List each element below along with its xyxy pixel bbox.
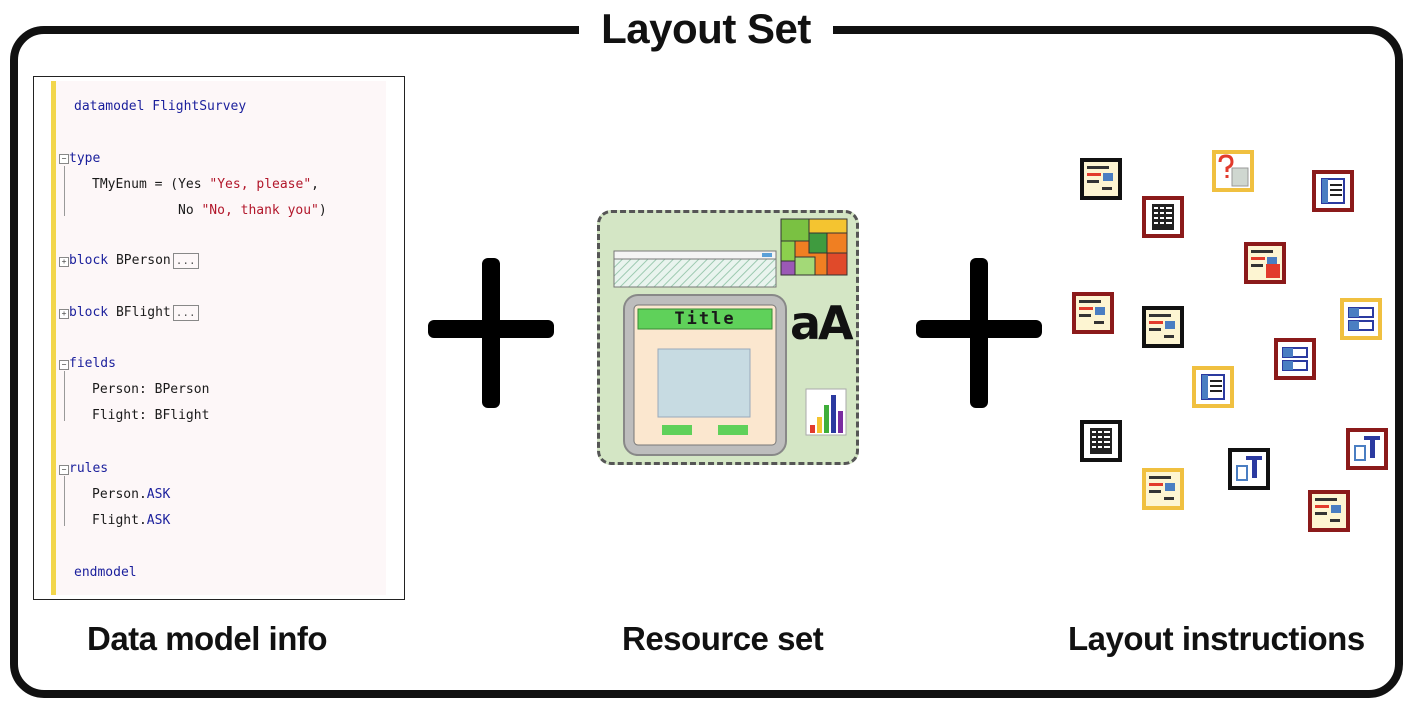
resource-set-illustration	[613, 218, 848, 456]
tab-icon	[1340, 298, 1382, 340]
code-line-rule-flight: Flight.ASK	[92, 513, 171, 528]
form-icon	[1072, 292, 1114, 334]
fold-minus-icon: −	[59, 465, 69, 475]
fold-guide	[64, 476, 65, 526]
code-line-rules: rules	[69, 461, 109, 476]
code-line-datamodel: datamodel FlightSurvey	[74, 99, 247, 114]
code-editor-area: datamodel FlightSurvey − type TMyEnum = …	[51, 81, 386, 595]
diagram-title: Layout Set	[579, 0, 833, 58]
form-icon	[1142, 468, 1184, 510]
code-line-endmodel: endmodel	[74, 565, 137, 580]
code-line-block-person: block BPerson...	[69, 253, 199, 269]
resource-set-panel: Title aA	[597, 210, 859, 465]
fold-plus-icon: +	[59, 309, 69, 319]
text-icon	[1346, 428, 1388, 470]
code-line-enum-no: No "No, thank you")	[178, 203, 327, 218]
code-line-rule-person: Person.ASK	[92, 487, 171, 502]
treemap-icon	[780, 218, 848, 276]
grid-icon	[1080, 420, 1122, 462]
fold-guide	[64, 166, 65, 216]
form-icon	[1308, 490, 1350, 532]
data-model-code-panel: datamodel FlightSurvey − type TMyEnum = …	[33, 76, 405, 600]
text-icon	[1228, 448, 1270, 490]
help-icon	[1212, 150, 1254, 192]
grid-icon	[1142, 196, 1184, 238]
window-title-text: Title	[674, 309, 736, 329]
font-icon: aA	[790, 296, 854, 350]
title-wrap: Layout Set	[0, 0, 1412, 58]
list-icon	[1192, 366, 1234, 408]
code-line-enum-yes: TMyEnum = (Yes "Yes, please",	[92, 177, 319, 192]
code-line-field-person: Person: BPerson	[92, 382, 210, 397]
fold-minus-icon: −	[59, 360, 69, 370]
code-line-type: type	[69, 151, 101, 166]
form-icon	[1244, 242, 1286, 284]
code-line-field-flight: Flight: BFlight	[92, 408, 210, 423]
fold-minus-icon: −	[59, 154, 69, 164]
caption-layout-instructions: Layout instructions	[1068, 620, 1365, 657]
plus-sign-vertical	[482, 258, 500, 408]
form-icon	[1142, 306, 1184, 348]
list-icon	[1312, 170, 1354, 212]
fold-plus-icon: +	[59, 257, 69, 267]
form-icon	[1080, 158, 1122, 200]
bar-chart-icon	[805, 388, 847, 436]
layout-instructions-icons	[1072, 150, 1388, 532]
caption-data-model: Data model info	[87, 620, 328, 657]
plus-sign-vertical	[970, 258, 988, 408]
caption-resource-set: Resource set	[622, 620, 824, 657]
fold-guide	[64, 371, 65, 421]
tab-icon	[1274, 338, 1316, 380]
code-line-block-flight: block BFlight...	[69, 305, 199, 321]
code-line-fields: fields	[69, 356, 116, 371]
